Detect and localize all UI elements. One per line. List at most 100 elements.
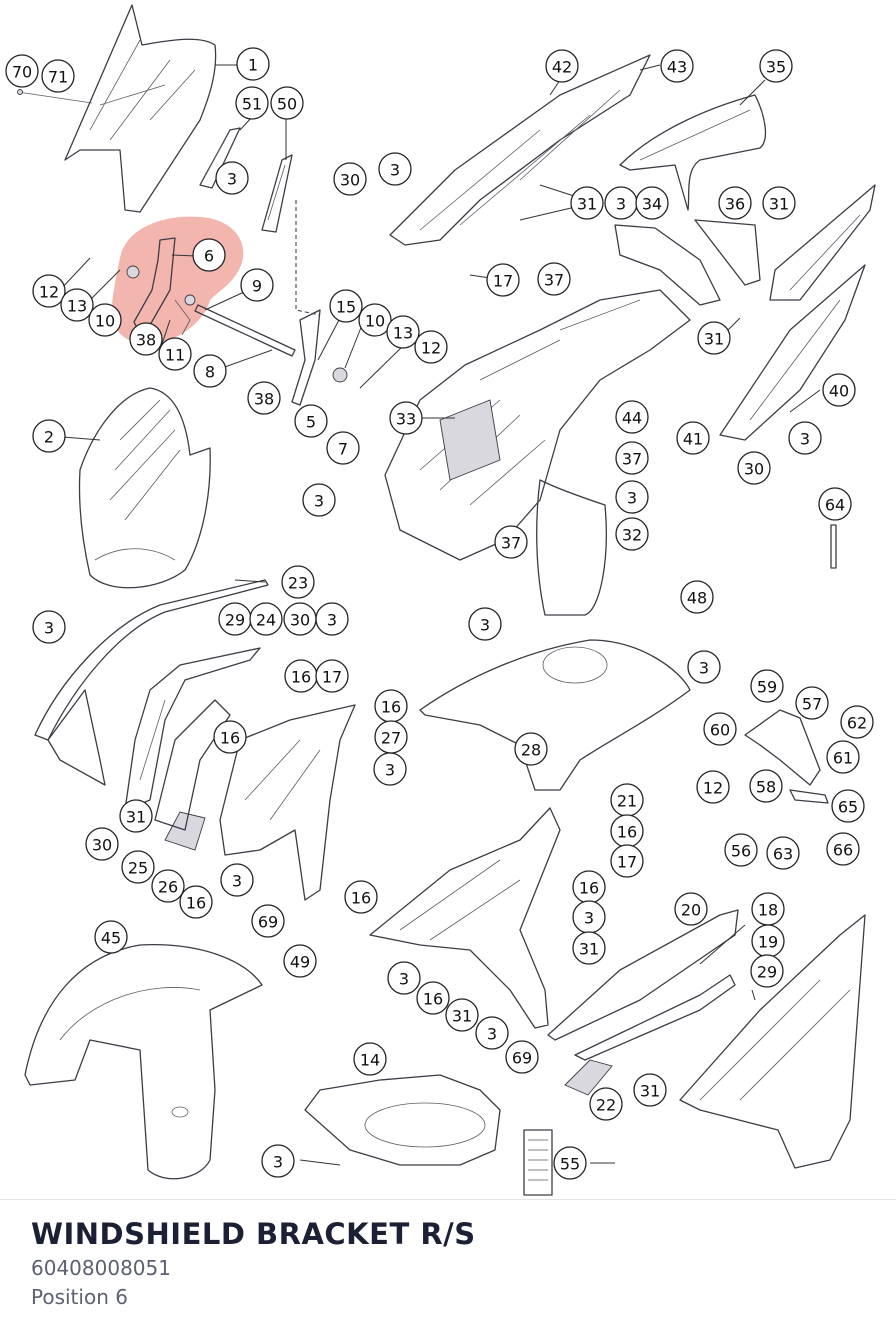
callout-3[interactable]: 3 <box>788 421 822 455</box>
callout-11[interactable]: 11 <box>158 337 192 371</box>
bolt-70[interactable] <box>17 91 93 104</box>
callout-12[interactable]: 12 <box>414 330 448 364</box>
callout-37[interactable]: 37 <box>615 441 649 475</box>
part-trim-23[interactable] <box>34 579 269 786</box>
callout-16[interactable]: 16 <box>610 814 644 848</box>
callout-13[interactable]: 13 <box>60 288 94 322</box>
part-side-panel-42-43[interactable] <box>389 54 651 246</box>
callout-3[interactable]: 3 <box>32 610 66 644</box>
callout-31[interactable]: 31 <box>697 321 731 355</box>
callout-50[interactable]: 50 <box>270 86 304 120</box>
callout-27[interactable]: 27 <box>374 720 408 754</box>
part-seat-cowl[interactable] <box>619 94 767 211</box>
callout-59[interactable]: 59 <box>750 669 784 703</box>
callout-30[interactable]: 30 <box>737 451 771 485</box>
callout-3[interactable]: 3 <box>261 1144 295 1178</box>
callout-3[interactable]: 3 <box>315 602 349 636</box>
callout-42[interactable]: 42 <box>545 49 579 83</box>
callout-3[interactable]: 3 <box>615 480 649 514</box>
part-64[interactable] <box>830 524 837 569</box>
callout-17[interactable]: 17 <box>315 659 349 693</box>
part-belly-pan-21[interactable] <box>369 807 561 1029</box>
callout-16[interactable]: 16 <box>572 870 606 904</box>
callout-22[interactable]: 22 <box>589 1087 623 1121</box>
callout-35[interactable]: 35 <box>759 49 793 83</box>
part-number[interactable]: 60408008051 <box>31 1256 171 1280</box>
callout-10[interactable]: 10 <box>88 303 122 337</box>
callout-30[interactable]: 30 <box>333 162 367 196</box>
callout-3[interactable]: 3 <box>302 483 336 517</box>
callout-30[interactable]: 30 <box>85 827 119 861</box>
callout-18[interactable]: 18 <box>751 892 785 926</box>
callout-20[interactable]: 20 <box>674 892 708 926</box>
callout-60[interactable]: 60 <box>703 712 737 746</box>
part-bracket-51[interactable] <box>199 127 241 189</box>
callout-31[interactable]: 31 <box>445 998 479 1032</box>
callout-49[interactable]: 49 <box>283 944 317 978</box>
callout-12[interactable]: 12 <box>696 770 730 804</box>
callout-3[interactable]: 3 <box>687 650 721 684</box>
callout-3[interactable]: 3 <box>475 1016 509 1050</box>
callout-3[interactable]: 3 <box>373 752 407 786</box>
callout-24[interactable]: 24 <box>249 602 283 636</box>
callout-2[interactable]: 2 <box>32 419 66 453</box>
callout-12[interactable]: 12 <box>32 274 66 308</box>
callout-63[interactable]: 63 <box>766 836 800 870</box>
callout-17[interactable]: 17 <box>486 263 520 297</box>
callout-16[interactable]: 16 <box>374 689 408 723</box>
part-panel-36[interactable] <box>694 219 761 286</box>
part-front-fender-45[interactable] <box>24 944 263 1180</box>
callout-36[interactable]: 36 <box>718 186 752 220</box>
callout-6[interactable]: 6 <box>192 238 226 272</box>
callout-29[interactable]: 29 <box>218 602 252 636</box>
callout-64[interactable]: 64 <box>818 487 852 521</box>
callout-31[interactable]: 31 <box>572 931 606 965</box>
callout-3[interactable]: 3 <box>572 900 606 934</box>
callout-56[interactable]: 56 <box>724 833 758 867</box>
callout-23[interactable]: 23 <box>281 565 315 599</box>
callout-1[interactable]: 1 <box>236 47 270 81</box>
callout-16[interactable]: 16 <box>344 880 378 914</box>
part-grille-55[interactable] <box>523 1129 553 1196</box>
callout-28[interactable]: 28 <box>514 732 548 766</box>
callout-9[interactable]: 9 <box>240 268 274 302</box>
part-side-trim-20[interactable] <box>547 909 739 1041</box>
part-grille-22[interactable] <box>564 1059 613 1096</box>
callout-16[interactable]: 16 <box>284 659 318 693</box>
part-bracket-5[interactable] <box>291 309 348 406</box>
callout-58[interactable]: 58 <box>749 769 783 803</box>
part-bracket-57[interactable] <box>744 709 829 804</box>
callout-45[interactable]: 45 <box>94 920 128 954</box>
callout-32[interactable]: 32 <box>615 517 649 551</box>
callout-43[interactable]: 43 <box>660 49 694 83</box>
callout-21[interactable]: 21 <box>610 783 644 817</box>
callout-3[interactable]: 3 <box>387 961 421 995</box>
callout-57[interactable]: 57 <box>795 686 829 720</box>
callout-62[interactable]: 62 <box>840 705 874 739</box>
part-windshield[interactable] <box>64 4 217 213</box>
callout-31[interactable]: 31 <box>633 1073 667 1107</box>
callout-16[interactable]: 16 <box>416 981 450 1015</box>
callout-51[interactable]: 51 <box>235 86 269 120</box>
callout-8[interactable]: 8 <box>193 354 227 388</box>
part-mudguard-32[interactable] <box>536 479 607 616</box>
callout-3[interactable]: 3 <box>604 186 638 220</box>
callout-14[interactable]: 14 <box>353 1042 387 1076</box>
callout-38[interactable]: 38 <box>247 381 281 415</box>
callout-69[interactable]: 69 <box>505 1040 539 1074</box>
callout-48[interactable]: 48 <box>680 580 714 614</box>
callout-7[interactable]: 7 <box>326 431 360 465</box>
callout-55[interactable]: 55 <box>553 1146 587 1180</box>
part-undertray[interactable] <box>384 289 691 561</box>
part-tank-cover-28[interactable] <box>419 639 691 791</box>
part-rod-9[interactable] <box>194 304 296 357</box>
callout-65[interactable]: 65 <box>831 789 865 823</box>
part-front-fairing[interactable] <box>78 387 211 589</box>
callout-69[interactable]: 69 <box>251 904 285 938</box>
callout-71[interactable]: 71 <box>41 59 75 93</box>
part-inner-panel-25[interactable] <box>154 699 231 831</box>
callout-33[interactable]: 33 <box>389 401 423 435</box>
callout-41[interactable]: 41 <box>676 421 710 455</box>
part-bracket-50[interactable] <box>261 154 293 233</box>
callout-37[interactable]: 37 <box>494 525 528 559</box>
